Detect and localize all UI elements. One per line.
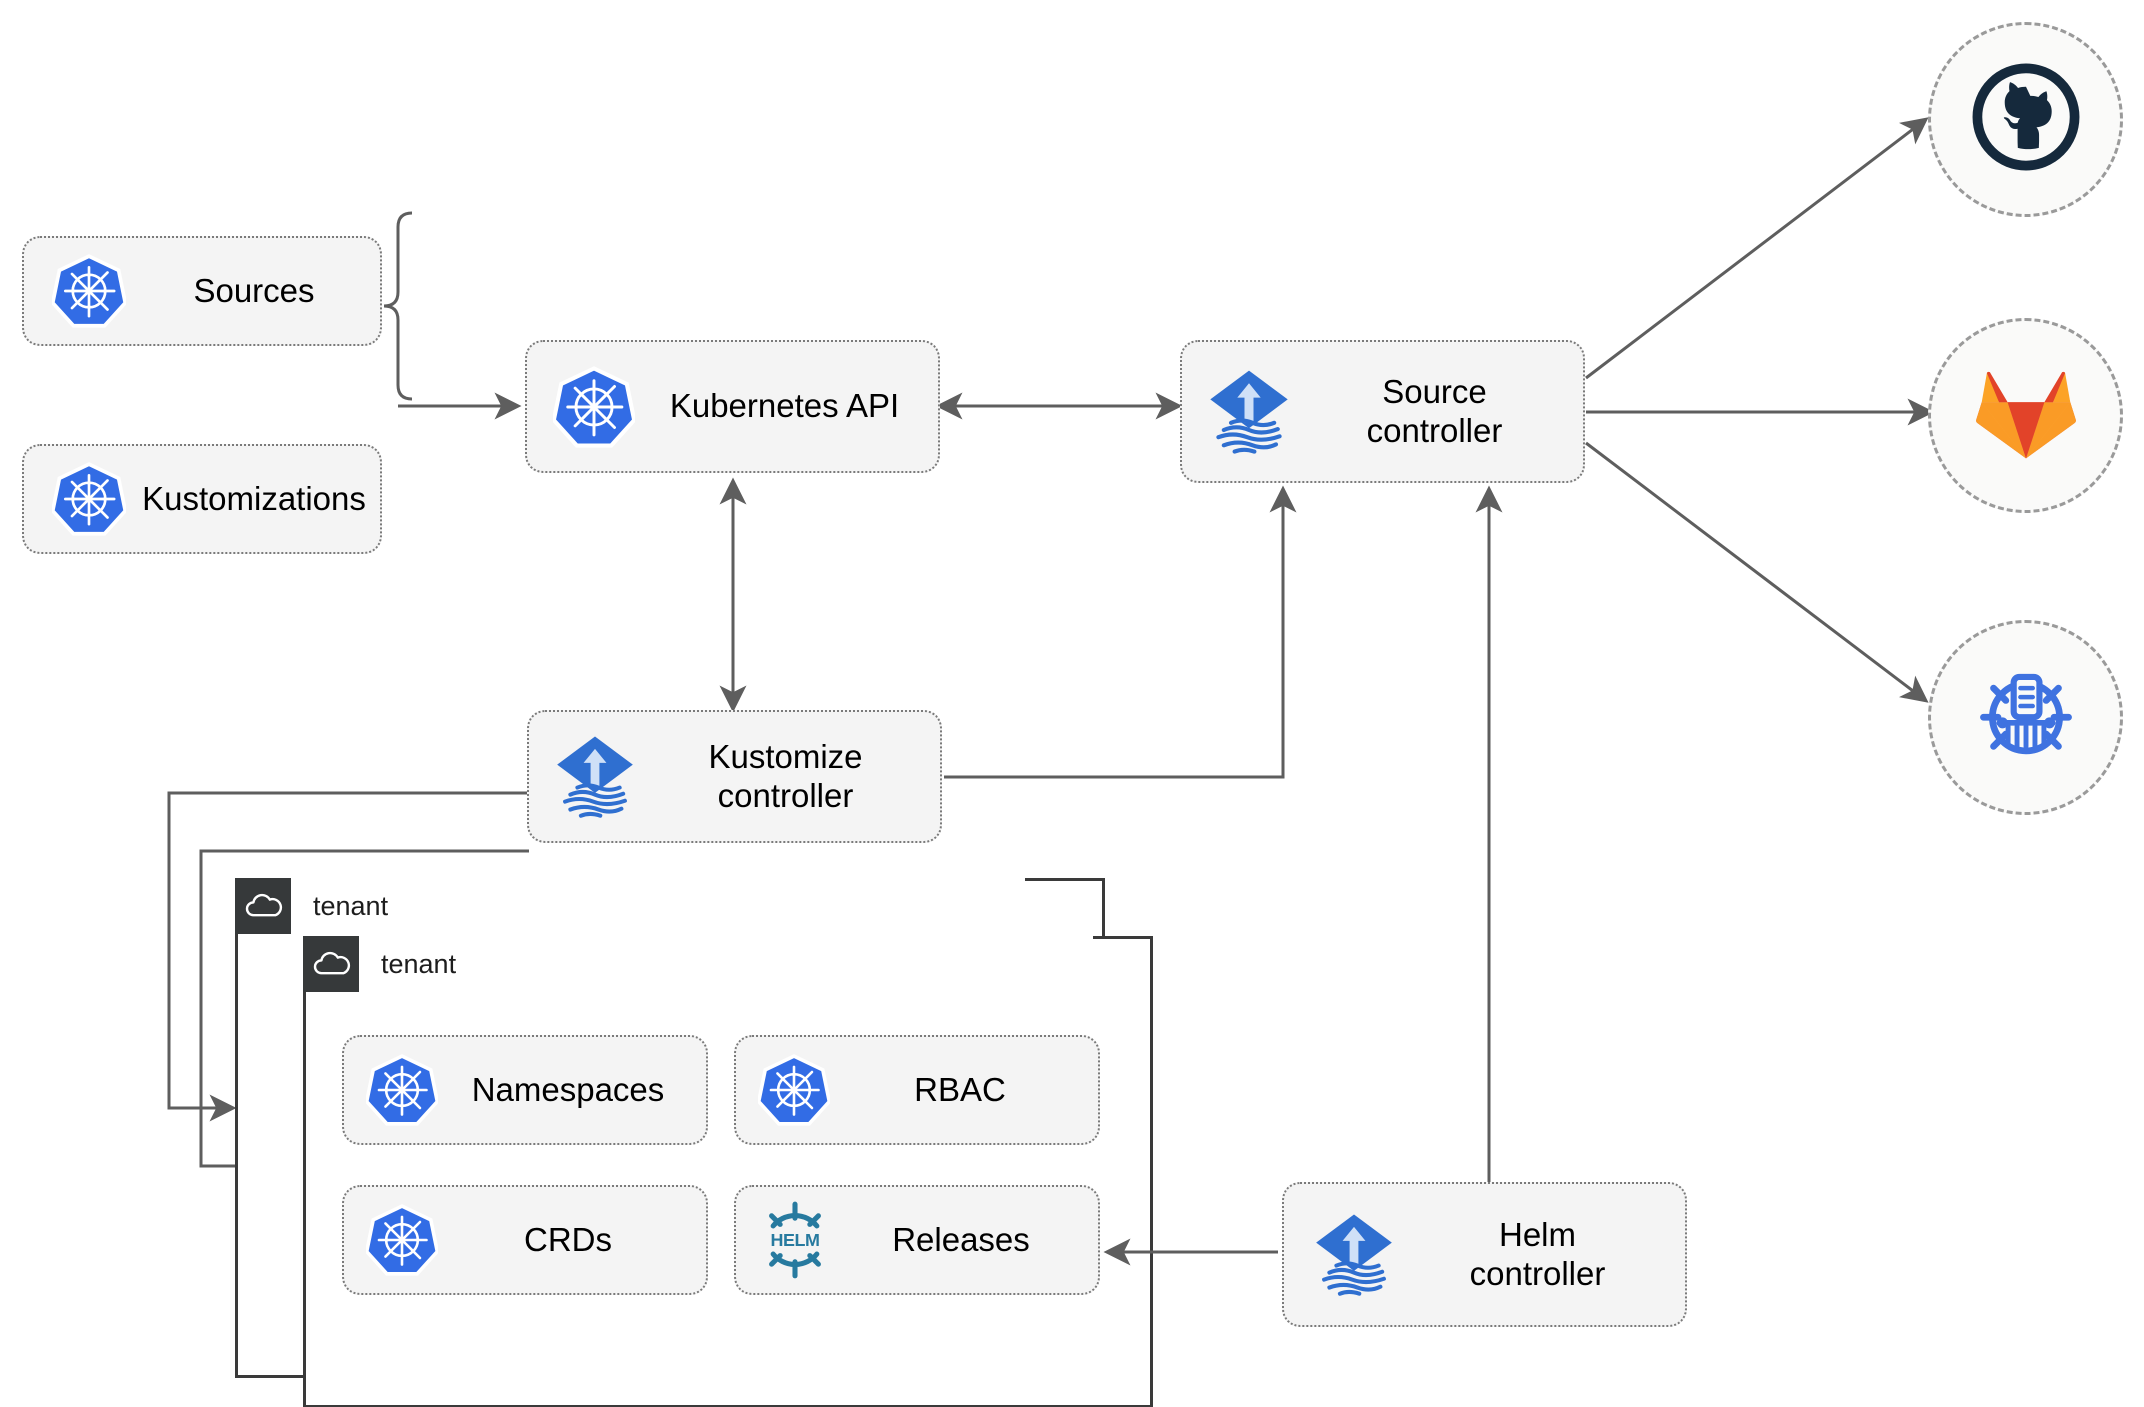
provider-github[interactable]: [1928, 22, 2123, 217]
tenant-header-front: tenant: [303, 936, 1093, 992]
node-label: Namespaces: [471, 1070, 665, 1108]
node-label: Helm controller: [1469, 1215, 1606, 1292]
node-sources[interactable]: Sources: [22, 236, 382, 346]
gitlab-icon: [1972, 359, 2080, 472]
node-rbac[interactable]: RBAC: [734, 1035, 1100, 1145]
flux-icon: [1310, 1211, 1398, 1299]
node-label: Source controller: [1366, 372, 1503, 449]
node-helm-controller[interactable]: Helm controller: [1282, 1182, 1687, 1327]
tenant-label: tenant: [359, 936, 1093, 992]
tenant-header-back: tenant: [235, 878, 1025, 934]
cloud-icon: [303, 936, 359, 992]
node-kustomize-controller[interactable]: Kustomize controller: [527, 710, 942, 843]
kubernetes-icon: [52, 254, 126, 328]
provider-helm-repository[interactable]: [1928, 620, 2123, 815]
node-label: Kubernetes API: [669, 387, 900, 425]
github-icon: [1972, 63, 2080, 176]
kubernetes-icon: [52, 462, 126, 536]
node-kubernetes-api[interactable]: Kubernetes API: [525, 340, 940, 473]
node-namespaces[interactable]: Namespaces: [342, 1035, 708, 1145]
tenant-container-front[interactable]: tenant: [303, 936, 1153, 1407]
kubernetes-icon: [366, 1054, 438, 1126]
node-kustomizations[interactable]: Kustomizations: [22, 444, 382, 554]
provider-gitlab[interactable]: [1928, 318, 2123, 513]
tenant-label: tenant: [291, 878, 1025, 934]
node-source-controller[interactable]: Source controller: [1180, 340, 1585, 483]
node-label: RBAC: [914, 1070, 1006, 1108]
kubernetes-icon: [366, 1204, 438, 1276]
node-crds[interactable]: CRDs: [342, 1185, 708, 1295]
cloud-icon: [235, 878, 291, 934]
node-releases[interactable]: Releases: [734, 1185, 1100, 1295]
helm-repository-icon: [1970, 659, 2082, 776]
flux-icon: [551, 733, 639, 821]
kubernetes-icon: [553, 366, 635, 448]
node-label: Sources: [193, 271, 315, 309]
node-label: Releases: [892, 1220, 1030, 1258]
kubernetes-icon: [758, 1054, 830, 1126]
helm-icon: [756, 1201, 834, 1279]
node-label: Kustomize controller: [708, 737, 863, 814]
node-label: CRDs: [524, 1220, 612, 1258]
node-label: Kustomizations: [142, 479, 366, 517]
flux-icon: [1204, 367, 1294, 457]
